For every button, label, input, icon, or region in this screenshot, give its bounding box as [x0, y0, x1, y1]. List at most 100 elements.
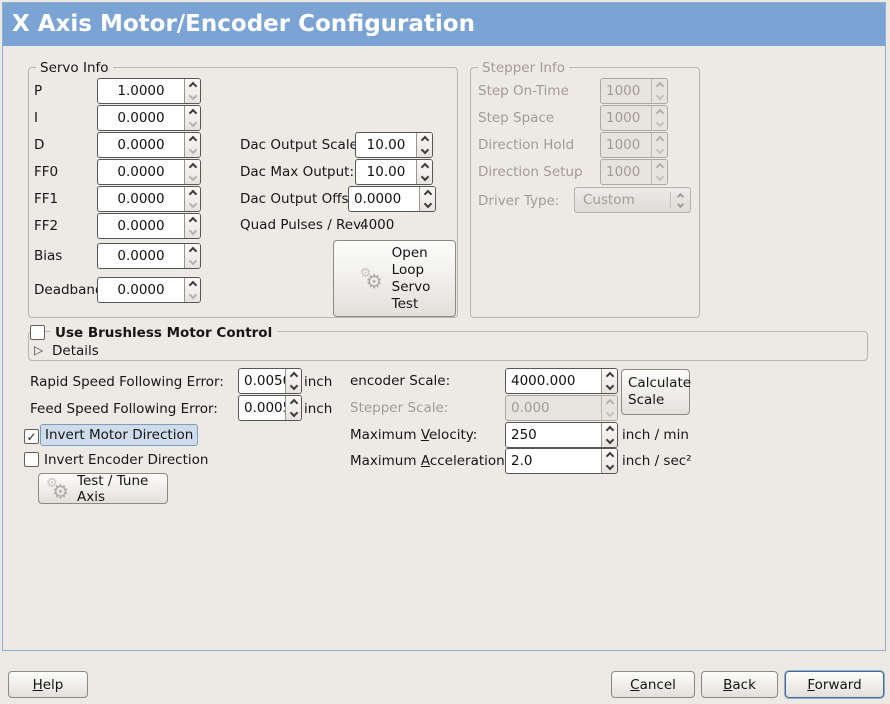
dac-max-output-spinbox[interactable]: 10.00 [355, 159, 433, 185]
spin-up-icon[interactable] [188, 189, 197, 199]
spin-up-icon[interactable] [188, 216, 197, 226]
invert-motor-direction-checkbox[interactable]: ✓ [24, 429, 39, 444]
cancel-button[interactable]: Cancel [611, 671, 695, 698]
spin-down-icon[interactable] [188, 199, 197, 209]
use-brushless-label[interactable]: Use Brushless Motor Control [50, 325, 278, 341]
i-spinbox[interactable]: 0.0000 [97, 105, 201, 131]
d-value[interactable]: 0.0000 [117, 137, 165, 153]
spin-up-icon [655, 135, 664, 145]
deadband-value[interactable]: 0.0000 [117, 282, 165, 298]
i-value[interactable]: 0.0000 [117, 110, 165, 126]
spin-up-icon[interactable] [188, 108, 197, 118]
maximum-velocity-spinbox[interactable]: 250 [505, 422, 618, 448]
spin-down-icon[interactable] [188, 145, 197, 155]
dac-output-offset-value[interactable]: 0.0000 [354, 191, 402, 207]
use-brushless-checkbox[interactable] [30, 325, 45, 340]
invert-encoder-direction-label[interactable]: Invert Encoder Direction [44, 452, 209, 468]
spin-down-icon[interactable] [188, 226, 197, 236]
spin-buttons[interactable] [184, 160, 200, 184]
spin-down-icon[interactable] [420, 145, 429, 155]
feed-following-error-value[interactable]: 0.0005 [244, 400, 285, 416]
open-loop-servo-test-button[interactable]: ⚙⚙ Open Loop Servo Test [333, 240, 456, 317]
invert-encoder-direction-checkbox[interactable] [24, 452, 39, 467]
encoder-scale-spinbox[interactable]: 4000.000 [505, 368, 618, 394]
spin-down-icon[interactable] [605, 461, 614, 471]
bias-spinbox[interactable]: 0.0000 [97, 243, 201, 269]
spin-up-icon[interactable] [188, 280, 197, 290]
help-button[interactable]: Help [8, 671, 88, 698]
rapid-following-error-value[interactable]: 0.0050 [244, 373, 285, 389]
spin-up-icon[interactable] [423, 189, 432, 199]
bias-value[interactable]: 0.0000 [117, 248, 165, 264]
deadband-spinbox[interactable]: 0.0000 [97, 277, 201, 303]
maximum-acceleration-value[interactable]: 2.0 [511, 453, 533, 469]
ff1-value[interactable]: 0.0000 [117, 191, 165, 207]
back-button[interactable]: Back [701, 671, 778, 698]
spin-buttons[interactable] [416, 133, 432, 157]
spin-buttons[interactable] [184, 79, 200, 103]
spin-down-icon[interactable] [188, 91, 197, 101]
maximum-acceleration-spinbox[interactable]: 2.0 [505, 448, 618, 474]
spin-up-icon[interactable] [605, 425, 614, 435]
dac-max-output-value[interactable]: 10.00 [366, 164, 406, 180]
feed-following-error-spinbox[interactable]: 0.0005 [238, 395, 302, 421]
spin-down-icon[interactable] [188, 172, 197, 182]
ff0-value[interactable]: 0.0000 [117, 164, 165, 180]
spin-buttons[interactable] [416, 160, 432, 184]
spin-up-icon[interactable] [289, 371, 298, 381]
dac-output-scale-spinbox[interactable]: 10.00 [355, 132, 433, 158]
spin-buttons[interactable] [184, 244, 200, 268]
spin-down-icon[interactable] [188, 118, 197, 128]
spin-buttons[interactable] [184, 187, 200, 211]
spin-buttons[interactable] [601, 423, 617, 447]
spin-up-icon[interactable] [188, 135, 197, 145]
spin-buttons[interactable] [285, 369, 301, 393]
spin-buttons[interactable] [601, 369, 617, 393]
gear-large-icon: ⚙ [52, 480, 70, 503]
spin-down-icon[interactable] [188, 290, 197, 300]
spin-down-icon[interactable] [289, 381, 298, 391]
spin-up-icon[interactable] [420, 162, 429, 172]
d-spinbox[interactable]: 0.0000 [97, 132, 201, 158]
ff2-spinbox[interactable]: 0.0000 [97, 213, 201, 239]
details-expander-label[interactable]: Details [52, 343, 99, 359]
spin-down-icon[interactable] [423, 199, 432, 209]
d-label: D [34, 137, 45, 153]
maximum-acceleration-label: Maximum Acceleration: [350, 453, 510, 469]
spin-buttons[interactable] [601, 449, 617, 473]
calculate-scale-button[interactable]: Calculate Scale [621, 369, 691, 415]
expander-arrow-icon[interactable]: ▷ [34, 343, 44, 357]
test-tune-axis-button[interactable]: ⚙⚙ Test / Tune Axis [38, 473, 168, 505]
spin-down-icon[interactable] [188, 256, 197, 266]
spin-up-icon[interactable] [289, 398, 298, 408]
encoder-scale-value[interactable]: 4000.000 [511, 373, 576, 389]
ff2-value[interactable]: 0.0000 [117, 218, 165, 234]
maximum-velocity-value[interactable]: 250 [511, 427, 537, 443]
spin-buttons[interactable] [184, 106, 200, 130]
dac-output-scale-value[interactable]: 10.00 [366, 137, 406, 153]
spin-down-icon[interactable] [605, 435, 614, 445]
spin-up-icon[interactable] [605, 451, 614, 461]
ff0-spinbox[interactable]: 0.0000 [97, 159, 201, 185]
maximum-velocity-unit: inch / min [622, 427, 689, 443]
spin-down-icon[interactable] [420, 172, 429, 182]
spin-buttons[interactable] [419, 187, 435, 211]
spin-up-icon[interactable] [188, 162, 197, 172]
spin-down-icon[interactable] [289, 408, 298, 418]
rapid-following-error-spinbox[interactable]: 0.0050 [238, 368, 302, 394]
spin-buttons[interactable] [285, 396, 301, 420]
spin-buttons[interactable] [184, 278, 200, 302]
spin-up-icon[interactable] [420, 135, 429, 145]
dac-output-offset-spinbox[interactable]: 0.0000 [348, 186, 436, 212]
p-spinbox[interactable]: 1.0000 [97, 78, 201, 104]
spin-down-icon[interactable] [605, 381, 614, 391]
spin-buttons[interactable] [184, 214, 200, 238]
spin-buttons[interactable] [184, 133, 200, 157]
spin-up-icon[interactable] [188, 246, 197, 256]
ff1-spinbox[interactable]: 0.0000 [97, 186, 201, 212]
spin-up-icon[interactable] [188, 81, 197, 91]
spin-up-icon[interactable] [605, 371, 614, 381]
invert-motor-direction-label[interactable]: Invert Motor Direction [40, 424, 199, 446]
forward-button[interactable]: Forward [785, 671, 884, 698]
p-value[interactable]: 1.0000 [117, 83, 165, 99]
